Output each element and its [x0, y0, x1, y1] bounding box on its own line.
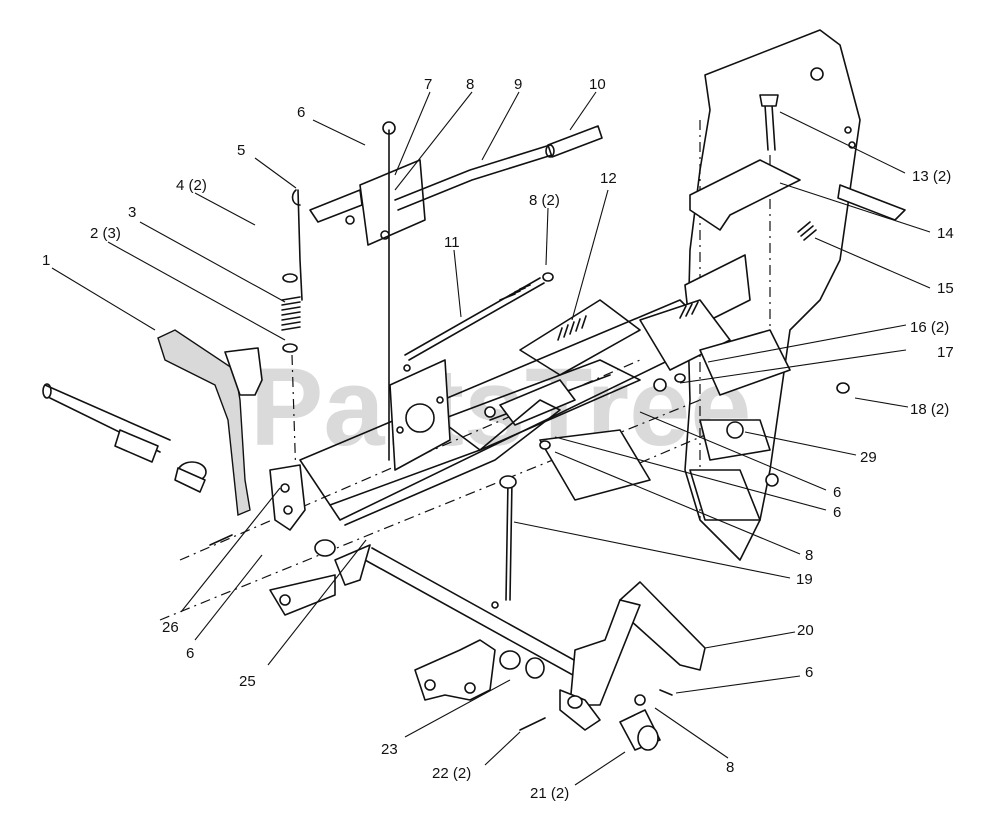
part-20-pedal [559, 581, 706, 751]
callout-13: 13 (2) [912, 168, 951, 185]
part-1-pedal-arm [157, 329, 263, 517]
leader-lines [51, 91, 931, 786]
callout-7: 7 [424, 76, 432, 93]
callout-6-lower: 6 [805, 664, 813, 681]
part-19-rod [491, 475, 517, 609]
lower-cross-shaft [269, 539, 611, 691]
part-23-bracket [414, 639, 545, 701]
callout-3: 3 [128, 204, 136, 221]
left-shaft [42, 383, 207, 493]
part-9-control-rod [394, 125, 603, 211]
callout-2: 2 (3) [90, 225, 121, 242]
pivot-bracket [389, 359, 451, 471]
callout-10: 10 [589, 76, 606, 93]
callout-labels: 1 2 (3) 3 4 (2) 5 6 7 8 9 10 8 (2) 11 12… [42, 76, 954, 802]
callout-4: 4 (2) [176, 177, 207, 194]
callout-12: 12 [600, 170, 617, 187]
callout-6-left: 6 [186, 645, 194, 662]
control-bracket [309, 121, 426, 461]
callout-17: 17 [937, 344, 954, 361]
callout-1: 1 [42, 252, 50, 269]
pivot-mechanism [639, 254, 850, 521]
part-15-spring [797, 221, 817, 241]
callout-20: 20 [797, 622, 814, 639]
callout-8-lower: 8 [726, 759, 734, 776]
part-14-plate [689, 159, 906, 231]
callout-11: 11 [444, 234, 460, 251]
callout-16: 16 (2) [910, 319, 949, 336]
callout-14: 14 [937, 225, 954, 242]
callout-19: 19 [796, 571, 813, 588]
part-25-lever [269, 399, 561, 531]
callout-29: 29 [860, 449, 877, 466]
callout-23: 23 [381, 741, 398, 758]
callout-21: 21 (2) [530, 785, 569, 802]
callout-6-top: 6 [297, 104, 305, 121]
callout-26: 26 [162, 619, 179, 636]
callout-15: 15 [937, 280, 954, 297]
callout-22: 22 (2) [432, 765, 471, 782]
spring-rod-assembly [281, 189, 303, 481]
callout-18: 18 (2) [910, 401, 949, 418]
part-11-threaded-rod [403, 272, 554, 372]
callout-6-right-a: 6 [833, 484, 841, 501]
callout-9: 9 [514, 76, 522, 93]
callout-8-right: 8 [805, 547, 813, 564]
callout-6-right-b: 6 [833, 504, 841, 521]
part-22-screw [209, 534, 546, 731]
callout-5: 5 [237, 142, 245, 159]
callout-8-top: 8 [466, 76, 474, 93]
part-13-bolt [759, 94, 779, 330]
callout-25: 25 [239, 673, 256, 690]
callout-8-2: 8 (2) [529, 192, 560, 209]
